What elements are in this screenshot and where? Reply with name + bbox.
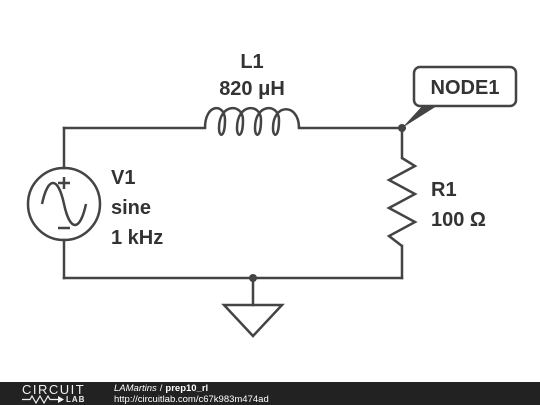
author-name[interactable]: LAMartins: [114, 383, 157, 394]
source-ref-label: V1: [111, 167, 135, 189]
logo-text-circuit: CIRCUIT: [22, 382, 86, 397]
node-label-pointer: [402, 104, 440, 128]
credit-separator: /: [159, 383, 163, 394]
source-frequency-label: 1 kHz: [111, 227, 163, 249]
ground-icon: [221, 303, 285, 338]
project-name[interactable]: prep10_rl: [165, 383, 209, 394]
resistor-value-label: 100 Ω: [431, 209, 486, 231]
footer-bar: CIRCUIT LAB LAMartins/prep10_rl http://c…: [0, 382, 540, 405]
wires: [62, 126, 404, 307]
resistor-zigzag: [386, 156, 418, 247]
resistor-ref-label: R1: [431, 179, 457, 201]
source-circle: [26, 166, 102, 242]
sine-wave-icon: [40, 182, 88, 226]
node-label-box: [412, 65, 518, 108]
node-label-node1[interactable]: NODE1: [402, 65, 518, 128]
node-label-text: NODE1: [431, 77, 500, 99]
circuitlab-logo[interactable]: CIRCUIT LAB: [22, 383, 94, 404]
resistor-r1[interactable]: R1 100 Ω: [386, 156, 486, 247]
inductor-coil: [203, 106, 301, 136]
schematic-canvas: L1 820 μH V1 sine 1 kHz R1 100 Ω: [26, 51, 518, 338]
inductor-l1[interactable]: L1 820 μH: [203, 51, 301, 136]
inductor-value-label: 820 μH: [219, 78, 285, 100]
inductor-ref-label: L1: [240, 51, 263, 73]
source-type-label: sine: [111, 197, 151, 219]
logo-text-lab: LAB: [66, 395, 86, 404]
ground-symbol[interactable]: [221, 303, 285, 338]
logo-resistor-icon: [22, 395, 94, 404]
project-url[interactable]: http://circuitlab.com/c67k983m474ad: [114, 394, 269, 405]
voltage-source-v1[interactable]: V1 sine 1 kHz: [26, 166, 163, 249]
credit-line: LAMartins/prep10_rl: [114, 383, 208, 394]
junction-ground: [249, 274, 257, 282]
